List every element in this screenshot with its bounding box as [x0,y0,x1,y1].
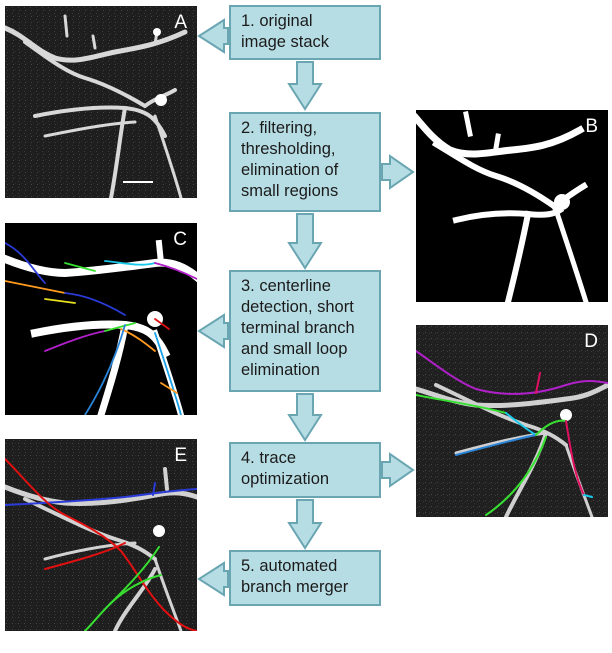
step-4-line-2: optimization [241,470,330,488]
step-5-line-1: 5. automated [241,557,338,575]
panel-e-merged-branches-image: E [5,439,197,631]
down-arrow-3-4 [287,393,323,442]
step-5-line-2: branch merger [241,578,349,596]
panel-label-e: E [174,445,187,466]
step-2-box: 2. filtering, thresholding, elimination … [229,112,381,212]
down-arrow-1-2 [287,61,323,111]
step-1-line-1: 1. original [241,12,313,30]
step-1-box: 1. original image stack [229,5,381,60]
step-2-line-2: thresholding, [241,140,336,158]
step-5-box: 5. automated branch merger [229,550,381,606]
panel-b-thresholded-image: B [416,110,608,302]
panel-label-b: B [585,116,598,137]
panel-d-image [416,325,608,517]
step-2-line-1: 2. filtering, [241,119,318,137]
step-3-line-5: elimination [241,361,320,379]
step-4-box: 4. trace optimization [229,442,381,498]
right-arrow-to-d [381,452,415,488]
step-3-line-4: and small loop [241,340,348,358]
step-2-line-3: elimination of [241,161,339,179]
panel-label-d: D [584,331,598,352]
left-arrow-to-c [197,313,229,349]
panel-e-image [5,439,197,631]
down-arrow-2-3 [287,213,323,270]
step-4-line-1: 4. trace [241,449,297,467]
step-1-line-2: image stack [241,33,330,51]
panel-b-image [416,110,608,302]
step-3-line-3: terminal branch [241,319,355,337]
step-3-line-1: 3. centerline [241,277,331,295]
panel-a-original-image: A [5,6,197,198]
step-2-line-4: small regions [241,182,339,200]
left-arrow-to-a [197,18,229,54]
left-arrow-to-e [197,561,229,597]
panel-label-a: A [174,12,187,33]
panel-d-optimized-trace-image: D [416,325,608,517]
down-arrow-4-5 [287,499,323,550]
panel-label-c: C [173,229,187,250]
step-3-line-2: detection, short [241,298,354,316]
right-arrow-to-b [381,154,415,190]
panel-a-image [5,6,197,198]
panel-c-centerline-image: C [5,223,197,415]
panel-c-image [5,223,197,415]
step-3-box: 3. centerline detection, short terminal … [229,270,381,392]
